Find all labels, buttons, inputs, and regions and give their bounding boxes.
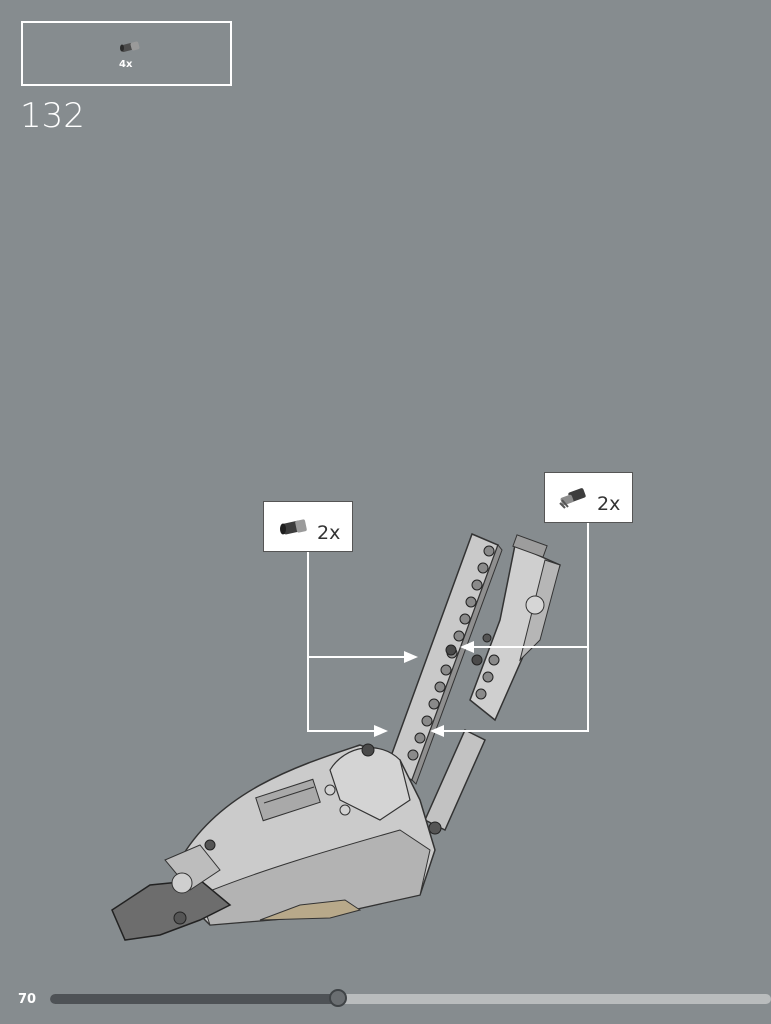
page-number: 70 [18,992,37,1007]
progress-handle[interactable] [329,989,348,1007]
callout-right-quantity: 2x [597,493,621,515]
arrow-head [404,651,418,663]
callout-left-quantity: 2x [317,522,341,544]
front-claw [111,839,232,941]
technic-beam [385,533,503,785]
page-progress-bar[interactable] [50,989,771,1007]
parts-quantity: 4x [119,59,133,70]
main-hull [179,743,436,926]
friction-pin-icon [280,519,307,535]
axle-pin-icon [559,488,586,509]
arrow-head [460,641,474,653]
callout-left: 2x [263,501,353,552]
callout-right: 2x [544,472,633,523]
upper-arm [445,534,561,722]
left-callout-pointers [307,552,408,732]
step-number: 132 [20,96,85,136]
grey-axle-pin-icon [120,41,140,52]
arrow-head [374,725,388,737]
progress-fill [50,994,339,1004]
parts-list-box: 4x [21,21,232,86]
arrow-head [430,725,444,737]
right-callout-pointers [440,523,589,732]
beam-holes [407,545,495,761]
lower-strut [424,728,486,835]
